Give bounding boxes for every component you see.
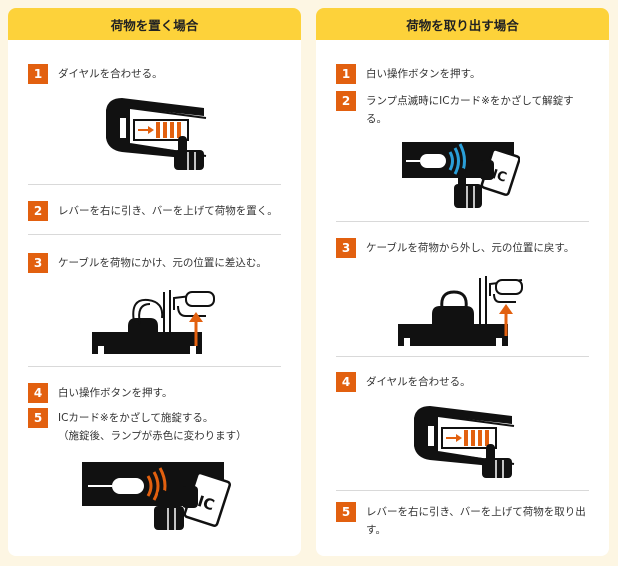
svg-text:IC: IC <box>490 167 508 186</box>
step-number: 5 <box>336 502 356 522</box>
step-1: 1 白い操作ボタンを押す。 <box>336 64 589 84</box>
step-text: 白い操作ボタンを押す。 <box>58 387 173 399</box>
step-5: 5 ICカード※をかざして施錠する。 （施錠後、ランプが赤色に変わります） <box>28 408 281 445</box>
step-4: 4 白い操作ボタンを押す。 <box>28 383 281 403</box>
panel-store-luggage: 荷物を置く場合 1 ダイヤルを合わせる。 2 レバーを右に引き、バーを上げて荷物… <box>8 8 301 556</box>
step-1: 1 ダイヤルを合わせる。 <box>28 64 281 84</box>
step-text: レバーを右に引き、バーを上げて荷物を取り出す。 <box>366 506 586 536</box>
step-number: 1 <box>28 64 48 84</box>
step-number: 5 <box>28 408 48 428</box>
step-3: 3 ケーブルを荷物から外し、元の位置に戻す。 <box>336 238 589 258</box>
dial-lock-illustration <box>414 406 515 478</box>
step-text: ランプ点滅時にICカード※をかざして解錠する。 <box>366 95 574 125</box>
pointing-hand-icon <box>454 168 482 208</box>
pointing-hand-icon <box>174 136 204 170</box>
card-tap-unlock-illustration: IC <box>402 142 520 208</box>
step-2: 2 ランプ点滅時にICカード※をかざして解錠する。 <box>336 91 589 128</box>
panel-title: 荷物を取り出す場合 <box>316 8 609 40</box>
step-number: 4 <box>28 383 48 403</box>
cable-insert-illustration <box>92 290 215 354</box>
step-number: 2 <box>28 201 48 221</box>
step-5: 5 レバーを右に引き、バーを上げて荷物を取り出す。 <box>336 502 589 539</box>
step-number: 3 <box>28 253 48 273</box>
step-text: ダイヤルを合わせる。 <box>366 376 471 388</box>
step-text: ケーブルを荷物にかけ、元の位置に差込む。 <box>58 257 267 269</box>
step-text: ダイヤルを合わせる。 <box>58 68 163 80</box>
dial-wheels-icon <box>464 430 489 446</box>
step-text: ICカード※をかざして施錠する。 （施錠後、ランプが赤色に変わります） <box>58 412 247 442</box>
panel-title: 荷物を置く場合 <box>8 8 301 40</box>
step-number: 4 <box>336 372 356 392</box>
cable-remove-illustration <box>398 276 523 346</box>
step-text: 白い操作ボタンを押す。 <box>366 68 481 80</box>
step-text: ケーブルを荷物から外し、元の位置に戻す。 <box>366 242 575 254</box>
svg-text:IC: IC <box>195 492 216 514</box>
step-3: 3 ケーブルを荷物にかけ、元の位置に差込む。 <box>28 253 281 273</box>
dial-wheels-icon <box>156 122 181 138</box>
step-number: 3 <box>336 238 356 258</box>
pointing-hand-icon <box>482 444 512 478</box>
step-number: 2 <box>336 91 356 111</box>
step-text: レバーを右に引き、バーを上げて荷物を置く。 <box>58 205 278 217</box>
pointing-hand-icon <box>154 490 184 530</box>
step-number: 1 <box>336 64 356 84</box>
ic-card-icon: IC <box>183 471 232 527</box>
panel-retrieve-luggage: 荷物を取り出す場合 1 白い操作ボタンを押す。 2 ランプ点滅時にICカード※を… <box>316 8 609 556</box>
dial-lock-illustration <box>106 98 207 170</box>
card-tap-lock-illustration: IC <box>82 462 232 530</box>
step-2: 2 レバーを右に引き、バーを上げて荷物を置く。 <box>28 201 281 221</box>
step-4: 4 ダイヤルを合わせる。 <box>336 372 589 392</box>
